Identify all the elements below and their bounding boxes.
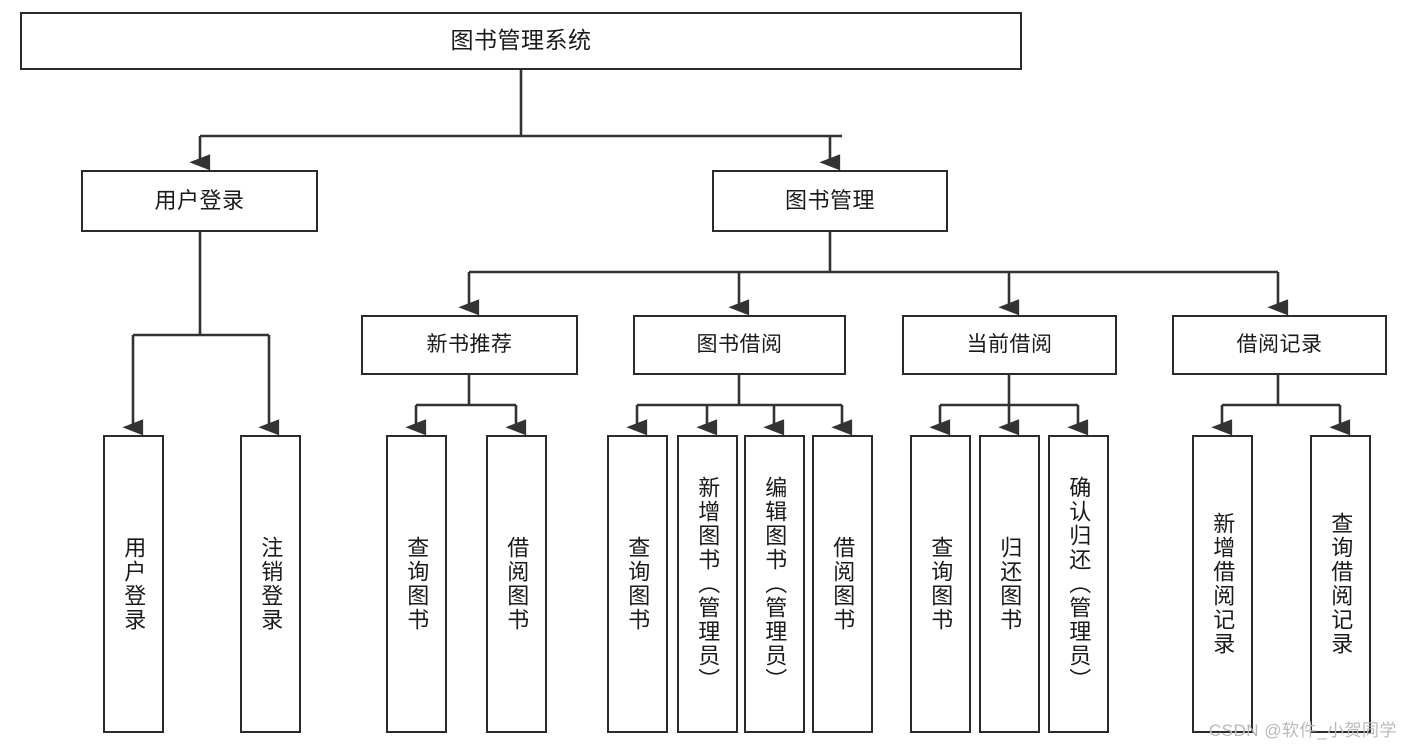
leaf-book-borrow-borrow-book[interactable]: 借阅图书	[812, 435, 873, 733]
node-user-login[interactable]: 用户登录	[81, 170, 318, 232]
leaf-current-borrow-query-book[interactable]: 查询图书	[910, 435, 971, 733]
watermark-text: CSDN @软件_小贺同学	[1208, 721, 1397, 740]
leaf-book-borrow-query-book[interactable]: 查询图书	[607, 435, 668, 733]
leaf-label: 归还图书	[997, 536, 1023, 632]
leaf-label: 借阅图书	[504, 536, 530, 632]
leaf-borrow-record-add-record[interactable]: 新增借阅记录	[1192, 435, 1253, 733]
leaf-book-borrow-add-book-admin[interactable]: 新增图书（管理员）	[677, 435, 738, 733]
leaf-borrow-record-query-record[interactable]: 查询借阅记录	[1310, 435, 1371, 733]
leaf-label: 查询借阅记录	[1328, 512, 1354, 656]
node-label: 用户登录	[154, 188, 245, 214]
leaf-user-login-logout[interactable]: 注销登录	[240, 435, 301, 733]
leaf-label: 用户登录	[121, 536, 147, 632]
node-borrow-record[interactable]: 借阅记录	[1172, 315, 1387, 375]
leaf-new-book-borrow-book[interactable]: 借阅图书	[486, 435, 547, 733]
leaf-label: 借阅图书	[830, 536, 856, 632]
node-root-book-management-system[interactable]: 图书管理系统	[20, 12, 1022, 70]
node-label: 新书推荐	[426, 332, 513, 356]
leaf-new-book-query-book[interactable]: 查询图书	[386, 435, 447, 733]
leaf-book-borrow-edit-book-admin[interactable]: 编辑图书（管理员）	[744, 435, 805, 733]
node-label: 图书借阅	[696, 332, 783, 356]
leaf-label: 新增图书（管理员）	[695, 476, 721, 692]
node-label: 借阅记录	[1236, 332, 1323, 356]
leaf-label: 编辑图书（管理员）	[762, 476, 788, 692]
leaf-user-login-login[interactable]: 用户登录	[103, 435, 164, 733]
node-label: 图书管理	[784, 188, 875, 214]
leaf-label: 查询图书	[404, 536, 430, 632]
leaf-current-borrow-return-book[interactable]: 归还图书	[979, 435, 1040, 733]
node-book-management[interactable]: 图书管理	[712, 170, 948, 232]
node-book-borrow[interactable]: 图书借阅	[633, 315, 846, 375]
node-new-book-recommend[interactable]: 新书推荐	[361, 315, 578, 375]
leaf-current-borrow-confirm-return-admin[interactable]: 确认归还（管理员）	[1048, 435, 1109, 733]
node-label: 图书管理系统	[450, 27, 592, 54]
leaf-label: 查询图书	[625, 536, 651, 632]
leaf-label: 查询图书	[928, 536, 954, 632]
leaf-label: 注销登录	[258, 536, 284, 632]
node-label: 当前借阅	[966, 332, 1053, 356]
leaf-label: 确认归还（管理员）	[1066, 476, 1092, 692]
leaf-label: 新增借阅记录	[1210, 512, 1236, 656]
node-current-borrow[interactable]: 当前借阅	[902, 315, 1117, 375]
